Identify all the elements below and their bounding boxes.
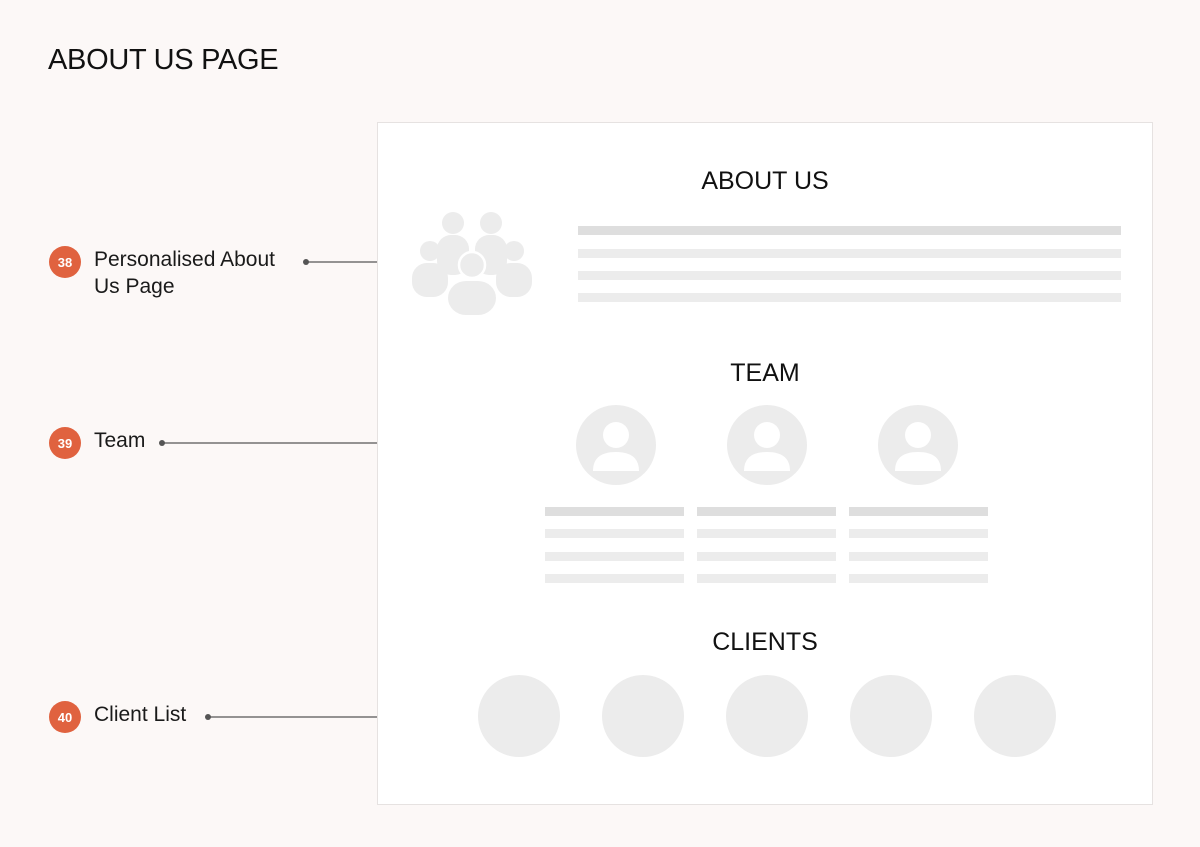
annotation-label-line: Personalised About <box>94 248 275 271</box>
person-avatar-icon <box>593 422 639 471</box>
text-placeholder <box>697 507 836 516</box>
annotation-client-list: 40 Client List <box>49 701 186 733</box>
text-placeholder <box>697 529 836 538</box>
annotation-label: Client List <box>94 703 187 726</box>
team-member-avatar <box>576 405 656 485</box>
annotation-team: 39 Team <box>49 427 145 459</box>
text-placeholder <box>849 574 988 583</box>
person-avatar-icon <box>895 422 941 471</box>
text-placeholder <box>849 529 988 538</box>
text-placeholder <box>578 293 1121 302</box>
annotation-personalised-about: 38 Personalised About Us Page <box>49 246 275 300</box>
text-placeholder <box>545 529 684 538</box>
clients-heading: CLIENTS <box>712 628 818 656</box>
group-people-icon <box>412 212 532 315</box>
text-placeholder <box>849 507 988 516</box>
team-member-avatar <box>727 405 807 485</box>
text-placeholder <box>697 574 836 583</box>
team-heading: TEAM <box>730 359 800 387</box>
text-placeholder <box>849 552 988 561</box>
team-member-avatar <box>878 405 958 485</box>
about-heading: ABOUT US <box>701 167 829 195</box>
annotation-label: Team <box>94 429 146 452</box>
client-logo-placeholder <box>478 675 560 757</box>
client-logo-placeholder <box>850 675 932 757</box>
client-logo-placeholder <box>602 675 684 757</box>
text-placeholder <box>578 226 1121 235</box>
annotation-label-line: Us Page <box>94 275 175 298</box>
annotation-badge: 38 <box>49 246 81 278</box>
person-avatar-icon <box>744 422 790 471</box>
text-placeholder <box>697 552 836 561</box>
page-title: ABOUT US PAGE <box>48 44 279 76</box>
text-placeholder <box>545 574 684 583</box>
client-logo-placeholder <box>974 675 1056 757</box>
annotation-badge: 39 <box>49 427 81 459</box>
text-placeholder <box>545 552 684 561</box>
text-placeholder <box>545 507 684 516</box>
annotation-badge: 40 <box>49 701 81 733</box>
text-placeholder <box>578 271 1121 280</box>
client-logo-placeholder <box>726 675 808 757</box>
annotation-label: Personalised About Us Page <box>94 246 275 300</box>
text-placeholder <box>578 249 1121 258</box>
wireframe-page: ABOUT US TEAM <box>377 122 1153 805</box>
